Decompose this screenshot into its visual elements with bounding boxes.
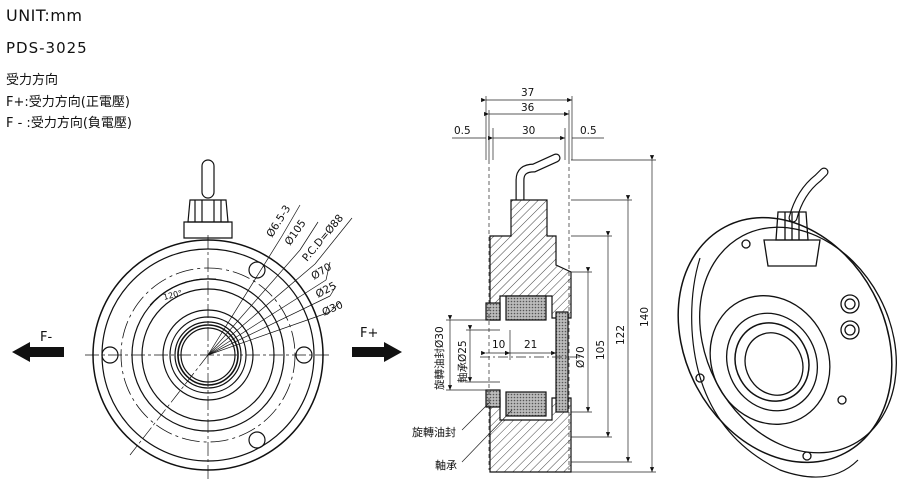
force-plus-label: F+ bbox=[360, 326, 378, 341]
section-view: 37 36 30 0.5 0.5 bbox=[412, 87, 656, 473]
dim-10: 10 bbox=[492, 339, 505, 351]
front-view bbox=[85, 159, 353, 482]
label-seal: 旋轉油封 bbox=[412, 425, 456, 439]
force-negative-note: F - :受力方向(負電壓) bbox=[6, 116, 132, 131]
dim-122: 122 bbox=[615, 325, 627, 345]
cable bbox=[201, 159, 215, 199]
dim-0-5-right: 0.5 bbox=[580, 125, 597, 137]
unit-label: UNIT:mm bbox=[6, 6, 83, 25]
force-direction-title: 受力方向 bbox=[6, 73, 59, 88]
iso-side-hole bbox=[840, 294, 860, 314]
callout-outer-dia: Ø105 bbox=[283, 218, 309, 248]
force-plus-arrow bbox=[352, 342, 402, 362]
bearing-top bbox=[505, 295, 547, 321]
iso-front-face bbox=[699, 226, 897, 454]
dim-70: Ø70 bbox=[575, 346, 587, 368]
seal-top bbox=[485, 302, 501, 321]
strain-element bbox=[555, 311, 569, 413]
isometric-view bbox=[677, 167, 897, 478]
dim-30: 30 bbox=[522, 125, 535, 137]
dim-21: 21 bbox=[524, 339, 537, 351]
iso-outer-face bbox=[677, 216, 893, 464]
dim-37: 37 bbox=[521, 87, 534, 99]
angle-label: 120° bbox=[162, 289, 183, 302]
callout-recess-dia: Ø70 bbox=[309, 261, 334, 283]
dim-36: 36 bbox=[521, 102, 535, 114]
callout-hub-dia: Ø30 bbox=[320, 299, 345, 319]
mounting-hole bbox=[248, 431, 266, 449]
force-minus-label: F- bbox=[40, 330, 52, 345]
force-minus-arrow bbox=[12, 342, 64, 362]
dim-bearing-dia: 軸承Ø25 bbox=[456, 340, 469, 383]
dim-0-5-left: 0.5 bbox=[454, 125, 471, 137]
iso-bore bbox=[734, 322, 810, 402]
dim-seal-dia: 旋轉油封Ø30 bbox=[433, 326, 446, 390]
mounting-hole bbox=[248, 261, 266, 279]
force-positive-note: F+:受力方向(正電壓) bbox=[6, 95, 130, 110]
iso-recess bbox=[709, 295, 831, 425]
dim-140: 140 bbox=[639, 307, 651, 327]
bearing-bottom bbox=[505, 391, 547, 417]
iso-side-hole bbox=[840, 320, 860, 340]
cable-gland bbox=[187, 199, 229, 223]
callout-pcd: P.C.D=Ø88 bbox=[300, 212, 346, 264]
dim-105: 105 bbox=[595, 340, 607, 360]
model-number: PDS-3025 bbox=[6, 39, 88, 57]
label-bearing: 軸承 bbox=[435, 458, 457, 472]
seal-bottom bbox=[485, 389, 501, 408]
